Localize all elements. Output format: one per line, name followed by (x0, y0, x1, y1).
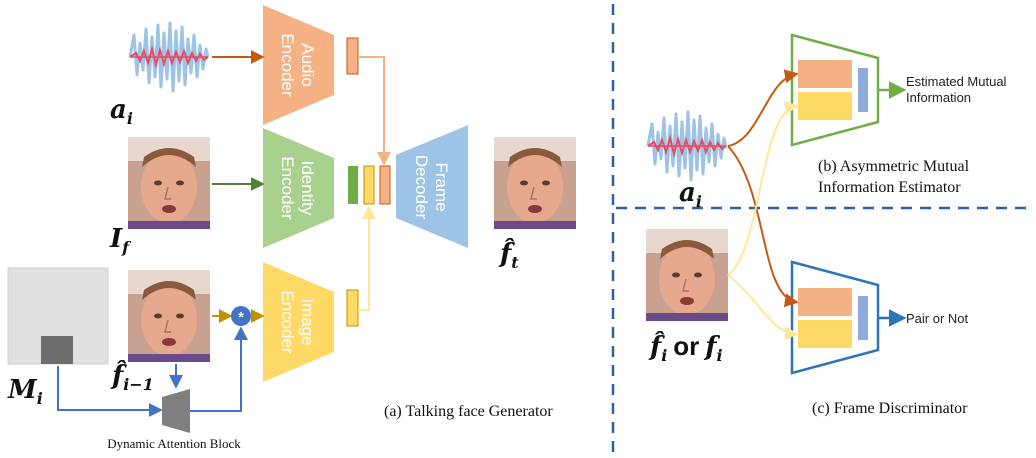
discriminator-output-bar (858, 296, 868, 340)
audio-encoder-block (263, 5, 334, 125)
concat-audio-bar (379, 165, 391, 205)
estimator-output-line2: Information (906, 90, 971, 105)
estimator-caption-line1: (b) Asymmetric Mutual (818, 158, 970, 175)
image-encoder-label: ImageEncoder (278, 290, 317, 354)
discriminator-audio-feature (798, 288, 852, 316)
concat-image-bar (363, 165, 375, 205)
estimator-audio-image (644, 102, 730, 190)
label-m-i: Mi (7, 375, 43, 408)
audio-waveform-image (126, 13, 212, 101)
generator-caption: (a) Talking face Generator (384, 403, 553, 420)
audio-encoder-label: AudioEncoder (278, 33, 317, 97)
generated-frame-image (493, 136, 577, 230)
multiply-operator (231, 306, 251, 326)
estimator-image-feature (798, 92, 852, 120)
image-feature-bar (346, 289, 359, 327)
identity-face-image (127, 136, 211, 230)
mask-to-attention-arrow (57, 366, 163, 417)
audio-feature-bar (346, 37, 359, 75)
dynamic-attention-label: Dynamic Attention Block (107, 436, 241, 451)
estimator-audio-feature (798, 60, 852, 88)
estimator-output-line1: Estimated Mutual (906, 74, 1007, 89)
frame-decoder-block (396, 125, 468, 248)
previous-frame-image (127, 269, 211, 363)
discriminator-caption: (c) Frame Discriminator (812, 400, 968, 417)
image-feature-to-concat-arrow (358, 205, 376, 311)
identity-encoder-label: IdentityEncoder (278, 156, 317, 220)
audio-feature-to-concat-arrow (358, 56, 391, 166)
estimator-output-bar (858, 68, 868, 112)
label-a-i-right: ai (679, 178, 702, 211)
attention-to-operator-arrow (190, 326, 248, 412)
identity-encoder-block (263, 128, 334, 248)
label-f-prev: f̂i−1 (110, 360, 154, 394)
image-encoder-block (263, 262, 334, 382)
dynamic-attention-block (162, 389, 190, 433)
label-a-i: ai (110, 95, 133, 128)
concat-identity-bar (348, 166, 358, 204)
mask-region (41, 336, 73, 364)
face-to-discriminator-curve (727, 274, 799, 341)
multiply-operator-symbol: * (238, 309, 244, 326)
label-f-t: f̂t (498, 238, 519, 272)
audio-to-estimator-curve (727, 69, 799, 147)
audio-to-discriminator-curve (727, 145, 799, 308)
discriminator-output-label: Pair or Not (906, 311, 969, 326)
frame-decoder-label: FrameDecoder (412, 155, 451, 220)
discriminator-image-feature (798, 320, 852, 348)
label-i-f: If (109, 224, 132, 257)
estimator-caption-line2: Information Estimator (818, 179, 961, 196)
discriminator-face-image (645, 228, 729, 322)
face-to-estimator-curve (727, 100, 799, 276)
